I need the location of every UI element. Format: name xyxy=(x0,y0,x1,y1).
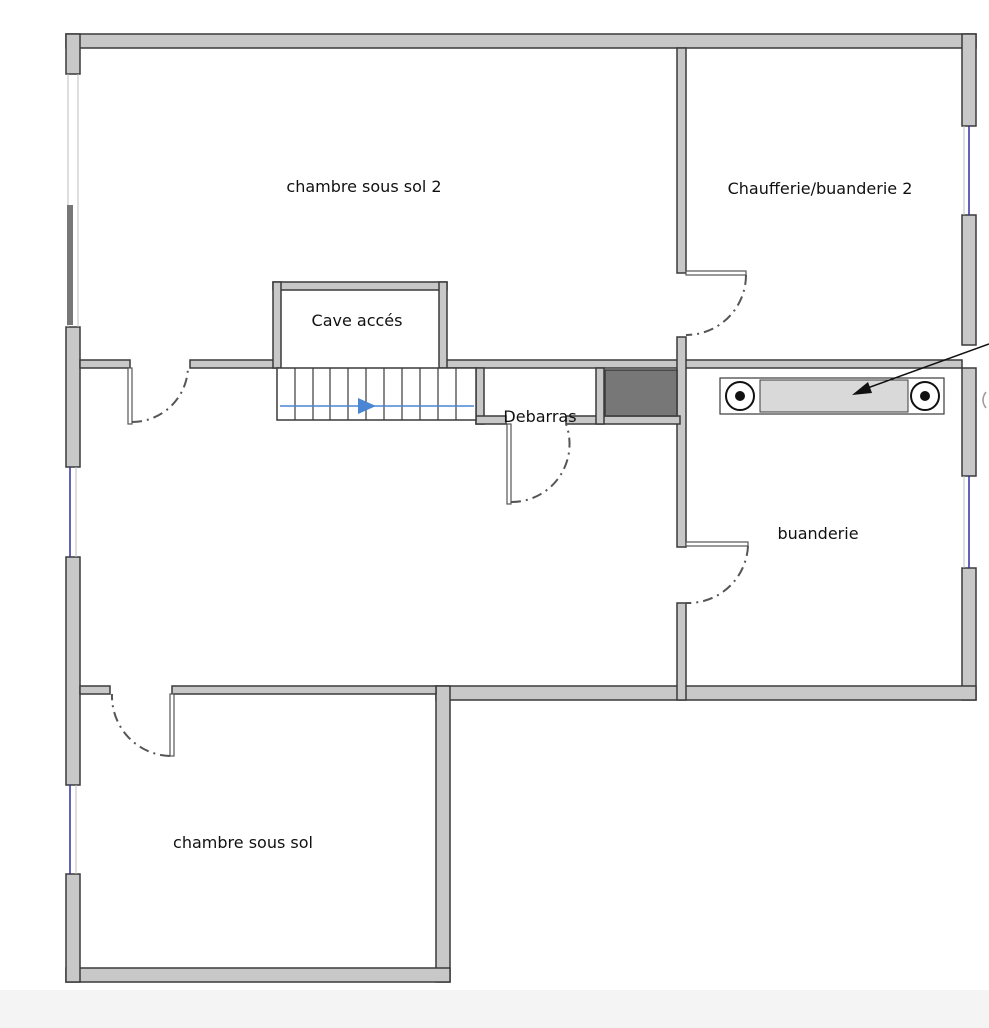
door-buanderie xyxy=(685,541,749,605)
door-chaufferie xyxy=(685,270,747,336)
room-label-chambre-sous-sol: chambre sous sol xyxy=(173,833,313,852)
service-shaft xyxy=(604,369,678,417)
vent-icon-left xyxy=(725,381,755,411)
door-chambre-sous-sol xyxy=(110,693,175,757)
room-label-buanderie: buanderie xyxy=(777,524,858,543)
room-label-chambre-sous-sol-2: chambre sous sol 2 xyxy=(286,177,441,196)
room-label-chaufferie-buanderie-2: Chaufferie/buanderie 2 xyxy=(728,179,913,198)
outer-walls xyxy=(65,33,977,983)
interior-walls xyxy=(79,47,963,701)
room-label-debarras: Debarras xyxy=(503,407,576,426)
left-windows xyxy=(67,74,79,874)
ventilation-duct xyxy=(719,343,989,415)
basement-floor-plan: chambre sous sol 2 Chaufferie/buanderie … xyxy=(65,33,989,983)
room-label-cave-acces: Cave accés xyxy=(312,311,403,330)
door-hall-left xyxy=(127,365,189,425)
annotation-arrow-icon xyxy=(852,382,872,395)
stair-arrow-icon xyxy=(358,398,376,414)
vent-icon-right xyxy=(910,381,940,411)
door-debarras xyxy=(506,423,571,505)
right-windows xyxy=(963,126,970,568)
annotation-leader-line xyxy=(861,343,989,391)
staircase xyxy=(276,367,477,421)
room-labels: chambre sous sol 2 Chaufferie/buanderie … xyxy=(173,177,912,852)
doors xyxy=(110,270,749,757)
bottom-strip xyxy=(0,990,989,1028)
cropped-annotation-mark xyxy=(982,391,987,409)
